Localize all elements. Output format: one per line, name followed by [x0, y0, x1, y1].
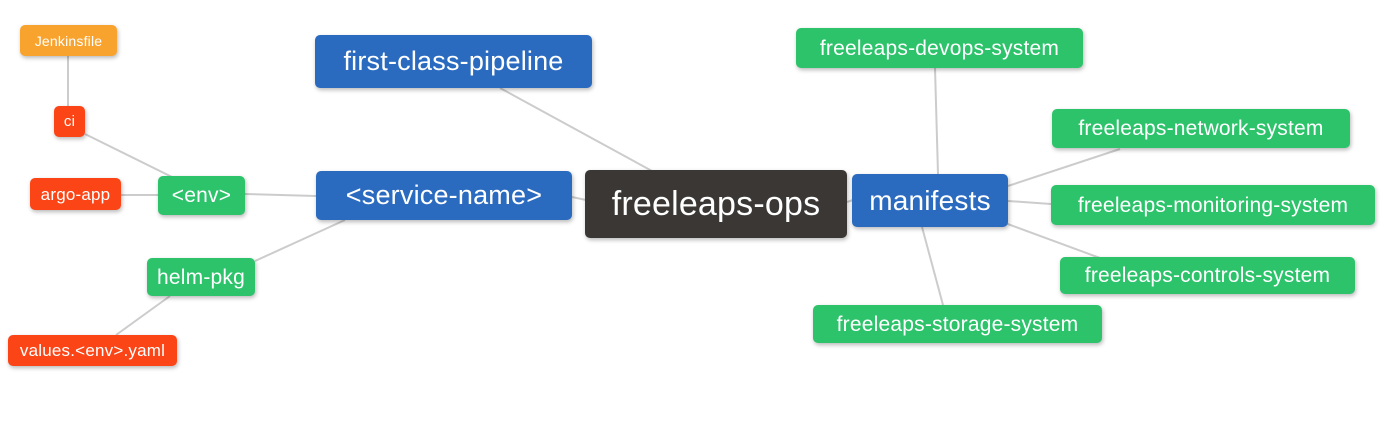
node-values-env-yaml[interactable]: values.<env>.yaml: [8, 335, 177, 366]
node-label-jenkinsfile: Jenkinsfile: [34, 32, 103, 49]
node-label-ci: ci: [63, 113, 76, 130]
edge-manifests-controls-system: [1004, 222, 1101, 259]
node-freeleaps-ops[interactable]: freeleaps-ops: [585, 170, 847, 238]
node-label-service-name: <service-name>: [345, 180, 543, 210]
node-label-helm-pkg: helm-pkg: [157, 265, 245, 289]
node-service-name[interactable]: <service-name>: [316, 171, 572, 220]
node-label-manifests: manifests: [869, 184, 991, 216]
edge-manifests-devops-system: [934, 67, 939, 175]
node-storage-system[interactable]: freeleaps-storage-system: [813, 305, 1102, 343]
node-helm-pkg[interactable]: helm-pkg: [147, 258, 255, 296]
node-label-argo-app: argo-app: [40, 184, 111, 204]
node-controls-system[interactable]: freeleaps-controls-system: [1060, 257, 1355, 294]
node-ci[interactable]: ci: [54, 106, 85, 137]
edge-manifests-network-system: [1007, 148, 1121, 187]
edge-manifests-monitoring-system: [1007, 200, 1052, 205]
node-manifests[interactable]: manifests: [852, 174, 1008, 227]
edge-env-service-name: [244, 193, 317, 197]
node-label-first-class-pipeline: first-class-pipeline: [343, 46, 564, 76]
node-argo-app[interactable]: argo-app: [30, 178, 121, 210]
node-devops-system[interactable]: freeleaps-devops-system: [796, 28, 1083, 68]
node-label-monitoring-system: freeleaps-monitoring-system: [1077, 193, 1349, 217]
node-monitoring-system[interactable]: freeleaps-monitoring-system: [1051, 185, 1375, 225]
edge-first-class-pipeline-freeleaps-ops: [499, 87, 653, 172]
node-label-values-env-yaml: values.<env>.yaml: [19, 341, 166, 360]
node-first-class-pipeline[interactable]: first-class-pipeline: [315, 35, 592, 88]
node-network-system[interactable]: freeleaps-network-system: [1052, 109, 1350, 148]
edge-ci-env: [84, 133, 173, 178]
node-label-network-system: freeleaps-network-system: [1078, 117, 1324, 140]
node-label-env: <env>: [171, 184, 232, 207]
node-jenkinsfile[interactable]: Jenkinsfile: [20, 25, 117, 56]
edge-service-name-helm-pkg: [254, 219, 346, 262]
node-label-controls-system: freeleaps-controls-system: [1084, 264, 1331, 287]
edge-manifests-storage-system: [921, 226, 944, 306]
node-env[interactable]: <env>: [158, 176, 245, 215]
node-label-freeleaps-ops: freeleaps-ops: [611, 185, 821, 223]
node-label-devops-system: freeleaps-devops-system: [819, 36, 1060, 60]
node-label-storage-system: freeleaps-storage-system: [836, 312, 1079, 336]
edge-helm-pkg-values-env-yaml: [115, 295, 171, 336]
edge-service-name-freeleaps-ops: [571, 196, 587, 201]
